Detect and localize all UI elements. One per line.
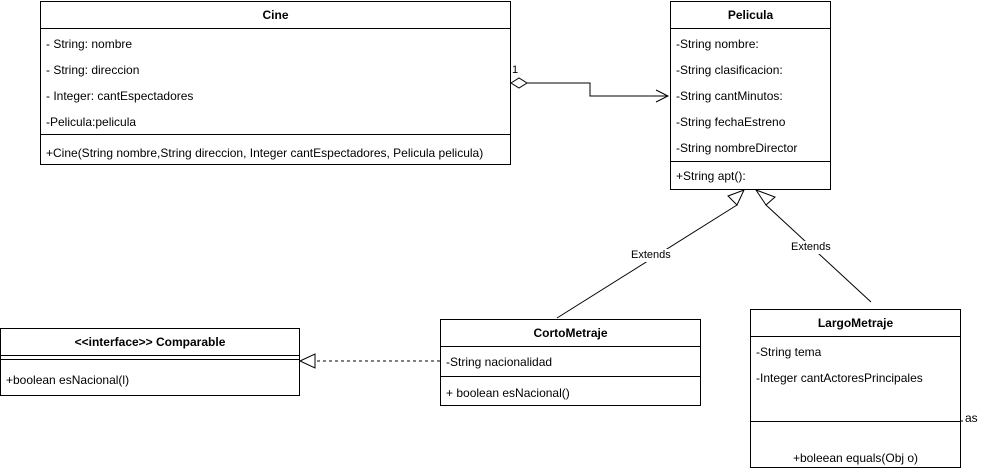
class-cortometraje-operations: + boolean esNacional() bbox=[441, 377, 700, 401]
class-cortometraje[interactable]: CortoMetraje -String nacionalidad + bool… bbox=[440, 319, 701, 406]
pelicula-op-apt: +String apt(): bbox=[676, 169, 746, 183]
comparable-op-esnacional: +boolean esNacional(l) bbox=[6, 373, 130, 387]
class-cortometraje-attributes: -String nacionalidad bbox=[441, 347, 700, 376]
corto-extends-triangle bbox=[727, 189, 745, 206]
class-largometraje-operations: +boleean equals(Obj o) bbox=[751, 422, 960, 466]
class-cine-attributes: - String: nombre - String: direccion - I… bbox=[41, 29, 510, 134]
association-arrowhead bbox=[655, 89, 670, 103]
largo-extends-label: Extends bbox=[791, 241, 831, 254]
class-comparable-separator bbox=[1, 359, 299, 360]
pelicula-attr-nombre: -String nombre: bbox=[676, 37, 759, 51]
stray-text-label: as bbox=[965, 411, 978, 425]
realization-triangle bbox=[298, 353, 316, 369]
corto-op-esnacional: + boolean esNacional() bbox=[446, 386, 570, 400]
class-cine-operations: +Cine(String nombre,String direccion, In… bbox=[41, 135, 510, 161]
corto-attr-nacionalidad: -String nacionalidad bbox=[446, 355, 553, 369]
class-cortometraje-title: CortoMetraje bbox=[441, 320, 700, 347]
largo-attr-tema: -String tema bbox=[756, 345, 822, 359]
cine-op-constructor: +Cine(String nombre,String direccion, In… bbox=[46, 146, 484, 160]
cine-attr-pelicula: -Pelicula:pelicula bbox=[46, 115, 137, 129]
pelicula-attr-nombredirector: -String nombreDirector bbox=[676, 141, 798, 155]
class-comparable[interactable]: <<interface>> Comparable +boolean esNaci… bbox=[0, 328, 300, 396]
class-largometraje-separator bbox=[751, 421, 960, 422]
class-pelicula-title: Pelicula bbox=[671, 2, 830, 29]
class-comparable-operations: +boolean esNacional(l) bbox=[1, 360, 299, 388]
aggregation-multiplicity-label: 1 bbox=[512, 64, 519, 76]
pelicula-attr-fechaestreno: -String fechaEstreno bbox=[676, 115, 786, 129]
aggregation-diamond bbox=[510, 77, 528, 89]
class-largometraje[interactable]: LargoMetraje -String tema -Integer cantA… bbox=[750, 309, 961, 468]
class-cine-separator bbox=[41, 134, 510, 135]
class-cine-title: Cine bbox=[41, 2, 510, 29]
pelicula-attr-cantminutos: -String cantMinutos: bbox=[676, 89, 783, 103]
pelicula-attr-clasificacion: -String clasificacion: bbox=[676, 63, 783, 77]
aggregation-line bbox=[527, 82, 668, 97]
largo-extends-triangle bbox=[754, 189, 776, 206]
class-pelicula-operations: +String apt(): bbox=[671, 162, 830, 184]
cine-attr-cantespectadores: - Integer: cantEspectadores bbox=[46, 89, 194, 103]
class-cine[interactable]: Cine - String: nombre - String: direccio… bbox=[40, 1, 511, 165]
cine-attr-direccion: - String: direccion bbox=[46, 63, 140, 77]
corto-extends-label: Extends bbox=[631, 249, 671, 262]
largo-attr-cantactores: -Integer cantActoresPrincipales bbox=[756, 371, 923, 385]
cine-attr-nombre: - String: nombre bbox=[46, 37, 133, 51]
class-comparable-title: <<interface>> Comparable bbox=[1, 329, 299, 356]
class-pelicula-attributes: -String nombre: -String clasificacion: -… bbox=[671, 29, 830, 161]
class-largometraje-attributes: -String tema -Integer cantActoresPrincip… bbox=[751, 337, 960, 421]
class-largometraje-title: LargoMetraje bbox=[751, 310, 960, 337]
class-cortometraje-separator bbox=[441, 376, 700, 377]
class-pelicula-separator bbox=[671, 161, 830, 162]
class-pelicula[interactable]: Pelicula -String nombre: -String clasifi… bbox=[670, 1, 831, 190]
largo-op-equals: +boleean equals(Obj o) bbox=[792, 451, 919, 465]
